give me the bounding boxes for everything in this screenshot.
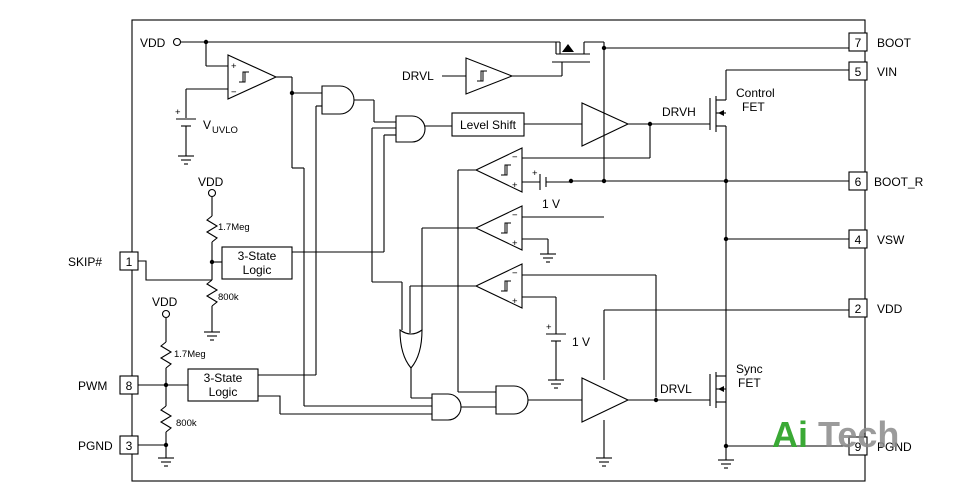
svg-text:PGND: PGND [877, 440, 912, 454]
svg-text:800k: 800k [176, 418, 197, 429]
svg-text:1 V: 1 V [572, 335, 590, 349]
svg-text:+: + [546, 322, 552, 333]
pin-boot-r: 6 BOOT_R [848, 171, 924, 191]
svg-text:5: 5 [855, 65, 862, 79]
svg-text:VDD: VDD [877, 302, 903, 316]
and-gate-1 [315, 85, 396, 375]
svg-text:6: 6 [855, 175, 862, 189]
svg-text:VDD: VDD [198, 175, 224, 189]
svg-text:−: − [231, 87, 237, 98]
low-side-comparator: − + + 1 V [410, 263, 657, 397]
pin-skip: 1 SKIP# [68, 251, 139, 271]
svg-text:Tech: Tech [818, 414, 899, 455]
svg-text:3: 3 [126, 439, 133, 453]
skip-divider: VDD 1.7Meg 800k [138, 175, 250, 341]
control-fet: Control FET [709, 69, 849, 446]
svg-text:UVLO: UVLO [212, 125, 238, 136]
svg-text:PWM: PWM [78, 379, 107, 393]
svg-text:+: + [175, 107, 181, 118]
svg-text:Level Shift: Level Shift [460, 118, 517, 132]
svg-text:DRVL: DRVL [660, 382, 692, 396]
pin-vsw: 4 VSW [848, 229, 905, 249]
svg-text:SKIP#: SKIP# [68, 255, 102, 269]
svg-text:DRVH: DRVH [662, 105, 696, 119]
pwm-divider: VDD 1.7Meg 800k [138, 295, 206, 467]
boot-switch-pmos [552, 41, 849, 181]
tristate-logic-2: 3-State Logic [187, 368, 316, 414]
pin-pwm: 8 PWM [78, 375, 139, 395]
low-side-driver: DRVL [581, 309, 849, 467]
boot-r-net [568, 178, 849, 184]
and-gate-4 [495, 385, 582, 415]
and-gate-3 [280, 393, 496, 421]
svg-text:7: 7 [855, 36, 862, 50]
high-side-driver: DRVH [522, 102, 710, 159]
svg-text:VDD: VDD [140, 36, 166, 50]
pin-vin: 5 VIN [848, 61, 897, 81]
svg-text:V: V [203, 118, 211, 132]
svg-text:−: − [512, 210, 518, 221]
svg-text:800k: 800k [218, 292, 239, 303]
svg-text:+: + [512, 238, 518, 249]
svg-text:BOOT_R: BOOT_R [874, 175, 924, 189]
svg-text:PGND: PGND [78, 439, 113, 453]
svg-text:+: + [512, 296, 518, 307]
pin-vdd-right: 2 VDD [848, 298, 903, 318]
svg-text:VDD: VDD [152, 295, 178, 309]
svg-text:VIN: VIN [877, 65, 897, 79]
and-gate-2 [383, 115, 452, 252]
svg-text:2: 2 [855, 302, 862, 316]
svg-text:−: − [512, 268, 518, 279]
svg-text:4: 4 [855, 233, 862, 247]
drvl-buffer-top: DRVL [402, 57, 563, 95]
svg-text:9: 9 [855, 440, 862, 454]
boot-comparator: − + + 1 V [457, 147, 571, 393]
svg-text:Ai: Ai [772, 414, 808, 455]
svg-text:DRVL: DRVL [402, 69, 434, 83]
svg-text:+: + [231, 61, 237, 72]
tristate-logic-1: 3-State Logic [212, 246, 384, 280]
sync-fet: Sync FET [709, 362, 849, 469]
pin-boot: 7 BOOT [848, 32, 912, 52]
svg-text:VSW: VSW [877, 233, 905, 247]
pin-pgnd-left: 3 PGND [78, 435, 139, 455]
svg-text:−: − [512, 152, 518, 163]
svg-text:3-State: 3-State [238, 249, 277, 263]
svg-text:FET: FET [742, 100, 765, 114]
vdd-top-node: VDD [140, 36, 560, 50]
svg-text:3-State: 3-State [204, 371, 243, 385]
svg-text:Sync: Sync [736, 362, 763, 376]
svg-text:1.7Meg: 1.7Meg [174, 349, 206, 360]
svg-text:1.7Meg: 1.7Meg [218, 222, 250, 233]
svg-text:8: 8 [126, 379, 133, 393]
svg-text:+: + [512, 180, 518, 191]
svg-text:BOOT: BOOT [877, 36, 912, 50]
svg-text:1 V: 1 V [542, 197, 560, 211]
or-gate [371, 127, 432, 399]
uvlo-reference: + V UVLO [175, 107, 238, 165]
vsw-comparator: − + [421, 205, 849, 330]
svg-text:FET: FET [738, 376, 761, 390]
svg-text:Logic: Logic [209, 385, 238, 399]
uvlo-comparator: + − [185, 42, 292, 118]
svg-text:+: + [532, 168, 538, 179]
aitech-logo: Ai Tech [772, 414, 899, 455]
svg-text:Control: Control [736, 86, 775, 100]
svg-text:Logic: Logic [243, 263, 272, 277]
level-shift-block: Level Shift [451, 112, 582, 137]
chip-outline [131, 19, 866, 482]
svg-text:1: 1 [126, 255, 133, 269]
